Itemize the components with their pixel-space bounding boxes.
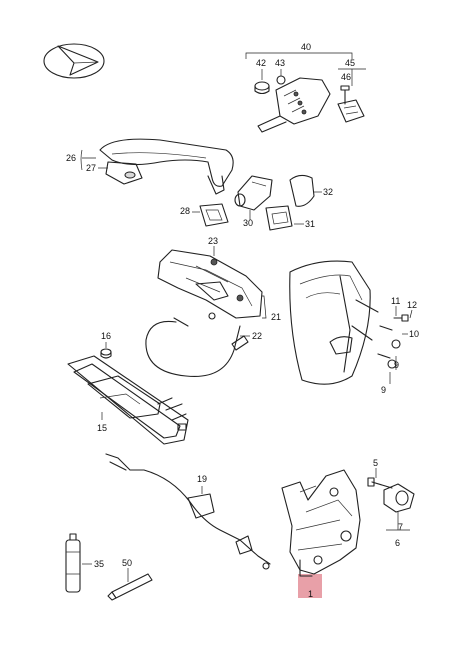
- orientation-arrow-icon: [43, 43, 105, 79]
- inner-door-handle: [67, 342, 189, 445]
- part-number-labels: 40 42 43 45 46 26 27 32 28 30 31 23 21 2…: [66, 42, 419, 599]
- key-fob-assembly: [245, 52, 366, 133]
- label-12: 12: [407, 300, 417, 310]
- label-35: 35: [94, 559, 104, 569]
- label-9a: 9: [394, 360, 399, 370]
- label-45: 45: [345, 58, 355, 68]
- label-27: 27: [86, 163, 96, 173]
- label-26: 26: [66, 153, 76, 163]
- label-46: 46: [341, 72, 351, 82]
- label-22: 22: [252, 331, 262, 341]
- label-9b: 9: [381, 385, 386, 395]
- label-15: 15: [97, 423, 107, 433]
- label-21: 21: [271, 312, 281, 322]
- label-5: 5: [373, 458, 378, 468]
- door-lock-assembly: [281, 469, 361, 598]
- label-10: 10: [409, 329, 419, 339]
- lock-cylinder-parts: [192, 174, 322, 231]
- label-42: 42: [256, 58, 266, 68]
- door-panel-section: [289, 260, 413, 385]
- outer-door-handle: [80, 138, 234, 195]
- label-23: 23: [208, 236, 218, 246]
- handle-carrier: [145, 246, 267, 378]
- label-31: 31: [305, 219, 315, 229]
- label-6: 6: [395, 538, 400, 548]
- label-43: 43: [275, 58, 285, 68]
- label-11: 11: [391, 296, 400, 306]
- release-cable: [105, 453, 271, 570]
- label-19: 19: [197, 474, 207, 484]
- label-7: 7: [398, 522, 403, 532]
- part-1-highlight: [298, 574, 322, 598]
- label-40: 40: [301, 42, 311, 52]
- label-28: 28: [180, 206, 190, 216]
- consumables: [65, 533, 153, 601]
- label-50: 50: [122, 558, 132, 568]
- label-1: 1: [308, 589, 313, 599]
- label-16: 16: [101, 331, 111, 341]
- striker-parts: [367, 468, 415, 531]
- label-32: 32: [323, 187, 333, 197]
- label-30: 30: [243, 218, 253, 228]
